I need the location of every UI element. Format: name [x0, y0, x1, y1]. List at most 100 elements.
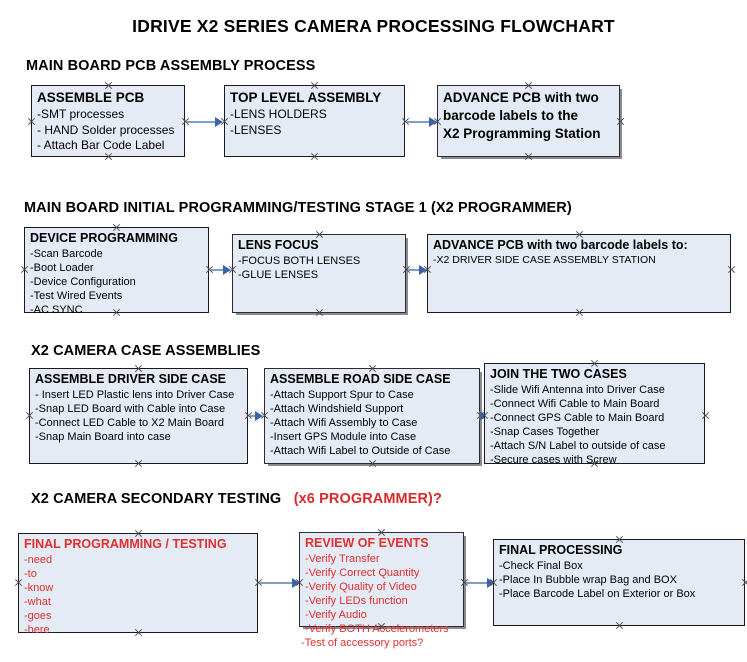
node-title: LENS FOCUS — [238, 238, 319, 252]
node-final-processing[interactable]: FINAL PROCESSING -Check Final Box -Place… — [493, 539, 745, 626]
connection-handle-left[interactable] — [228, 265, 237, 274]
connection-handle-left[interactable] — [20, 265, 29, 274]
connection-handle-right[interactable] — [616, 117, 625, 126]
node-line: -SMT processes — [37, 107, 125, 121]
connection-handle-top[interactable] — [112, 223, 121, 232]
connector-arrowhead — [255, 411, 263, 421]
connection-handle-bottom[interactable] — [310, 152, 319, 161]
connector-line — [250, 415, 258, 417]
node-line: -Secure cases with Screw — [490, 454, 617, 466]
node-top-level-assembly[interactable]: TOP LEVEL ASSEMBLY -LENS HOLDERS -LENSES — [224, 85, 405, 157]
node-line: -LENSES — [230, 122, 282, 137]
connection-handle-top[interactable] — [524, 81, 533, 90]
connection-handle-right[interactable] — [741, 578, 747, 587]
node-advance-pcb-to-x2-programming-station[interactable]: ADVANCE PCB with two barcode labels to t… — [437, 85, 620, 157]
connector-line — [466, 582, 490, 584]
node-line: -Slide Wifi Antenna into Driver Case — [490, 384, 665, 396]
node-assemble-road-side-case[interactable]: ASSEMBLE ROAD SIDE CASE -Attach Support … — [264, 368, 480, 464]
node-line: -GLUE LENSES — [238, 269, 319, 281]
node-line: -goes — [24, 610, 52, 622]
node-line: -Attach Windshield Support — [270, 403, 404, 415]
node-line: -Device Configuration — [30, 276, 136, 288]
connection-handle-bottom[interactable] — [377, 622, 386, 631]
node-device-programming[interactable]: DEVICE PROGRAMMING -Scan Barcode -Boot L… — [24, 227, 209, 316]
node-title: FINAL PROGRAMMING / TESTING — [24, 537, 227, 551]
connection-handle-bottom[interactable] — [524, 152, 533, 161]
connection-handle-left[interactable] — [295, 578, 304, 587]
node-line: -Attach Wifi Assembly to Case — [270, 417, 418, 429]
connection-handle-bottom[interactable] — [104, 152, 113, 161]
node-title: ADVANCE PCB with two barcode labels to: — [433, 238, 688, 252]
connection-handle-top[interactable] — [377, 528, 386, 537]
connection-handle-left[interactable] — [25, 411, 34, 420]
node-line: -Place In Bubble wrap Bag and BOX — [499, 574, 677, 586]
connector-arrowhead — [223, 265, 231, 275]
connection-handle-right[interactable] — [727, 265, 736, 274]
node-assemble-pcb[interactable]: ASSEMBLE PCB -SMT processes - HAND Solde… — [31, 85, 185, 157]
node-line: -need — [24, 554, 53, 566]
connection-handle-top[interactable] — [134, 529, 143, 538]
node-line: -LENS HOLDERS — [230, 107, 327, 121]
node-line: -FOCUS BOTH LENSES — [238, 255, 361, 267]
node-line: -Attach S/N Label to outside of case — [490, 440, 666, 452]
connector-line — [187, 121, 217, 123]
node-title: TOP LEVEL ASSEMBLY — [230, 90, 382, 105]
node-line: -here — [24, 624, 50, 636]
node-line: -Connect LED Cable to X2 Main Board — [35, 417, 224, 429]
node-line: -Test Wired Events — [30, 290, 123, 302]
connection-handle-bottom[interactable] — [112, 308, 121, 317]
node-line: -to — [24, 568, 37, 580]
node-line: -X2 DRIVER SIDE CASE ASSEMBLY STATION — [433, 254, 656, 266]
connector-arrowhead — [215, 117, 223, 127]
connection-handle-bottom[interactable] — [134, 628, 143, 637]
connection-handle-left[interactable] — [489, 578, 498, 587]
node-line: -Check Final Box — [499, 560, 583, 572]
node-review-of-events[interactable]: REVIEW OF EVENTS -Verify Transfer -Verif… — [299, 532, 464, 649]
section-heading-text: MAIN BOARD PCB ASSEMBLY PROCESS — [26, 58, 316, 74]
connection-handle-bottom[interactable] — [134, 459, 143, 468]
node-final-programming-testing[interactable]: FINAL PROGRAMMING / TESTING -need -to -k… — [18, 533, 258, 636]
connection-handle-left[interactable] — [423, 265, 432, 274]
connection-handle-bottom[interactable] — [575, 308, 584, 317]
connection-handle-left[interactable] — [27, 117, 36, 126]
connection-handle-left[interactable] — [480, 411, 489, 420]
node-assemble-driver-side-case[interactable]: ASSEMBLE DRIVER SIDE CASE - Insert LED P… — [29, 368, 248, 464]
node-line: -Connect Wifi Cable to Main Board — [490, 398, 660, 410]
section-heading-main-board-initial-programming: MAIN BOARD INITIAL PROGRAMMING/TESTING S… — [24, 200, 572, 216]
connector-line — [407, 121, 431, 123]
node-line: - Attach Bar Code Label — [37, 138, 165, 152]
node-line: -Snap Cases Together — [490, 426, 600, 438]
connection-handle-top[interactable] — [310, 81, 319, 90]
connection-handle-top[interactable] — [590, 359, 599, 368]
section-heading-text: X2 CAMERA SECONDARY TESTING — [31, 491, 282, 507]
section-heading-main-board-pcb-assembly: MAIN BOARD PCB ASSEMBLY PROCESS — [26, 58, 315, 74]
connection-handle-top[interactable] — [368, 364, 377, 373]
connection-handle-top[interactable] — [104, 81, 113, 90]
connection-handle-left[interactable] — [433, 117, 442, 126]
connection-handle-top[interactable] — [615, 535, 624, 544]
node-line: -AC SYNC — [30, 304, 83, 316]
node-line: -Scan Barcode — [30, 248, 103, 260]
section-heading-accent: (x6 PROGRAMMER)? — [293, 491, 442, 507]
connection-handle-bottom[interactable] — [615, 621, 624, 630]
connection-handle-bottom[interactable] — [590, 459, 599, 468]
connection-handle-left[interactable] — [14, 578, 23, 587]
connection-handle-left[interactable] — [260, 411, 269, 420]
node-line: -Attach Wifi Label to Outside of Case — [270, 445, 451, 457]
node-title: DEVICE PROGRAMMING — [30, 231, 178, 245]
connection-handle-bottom[interactable] — [315, 308, 324, 317]
node-title: JOIN THE TWO CASES — [490, 367, 627, 381]
node-advance-pcb-to-driver-side-case-station[interactable]: ADVANCE PCB with two barcode labels to: … — [427, 234, 731, 313]
connection-handle-top[interactable] — [134, 364, 143, 373]
node-lens-focus[interactable]: LENS FOCUS -FOCUS BOTH LENSES -GLUE LENS… — [232, 234, 406, 313]
connection-handle-top[interactable] — [315, 230, 324, 239]
connection-handle-left[interactable] — [220, 117, 229, 126]
connection-handle-top[interactable] — [575, 230, 584, 239]
node-line: -Verify LEDs function — [305, 595, 408, 607]
node-title-cont: X2 Programming Station — [443, 126, 601, 141]
connection-handle-right[interactable] — [701, 411, 710, 420]
connector-line — [211, 269, 225, 271]
connection-handle-bottom[interactable] — [368, 459, 377, 468]
node-join-the-two-cases[interactable]: JOIN THE TWO CASES -Slide Wifi Antenna i… — [484, 363, 705, 466]
